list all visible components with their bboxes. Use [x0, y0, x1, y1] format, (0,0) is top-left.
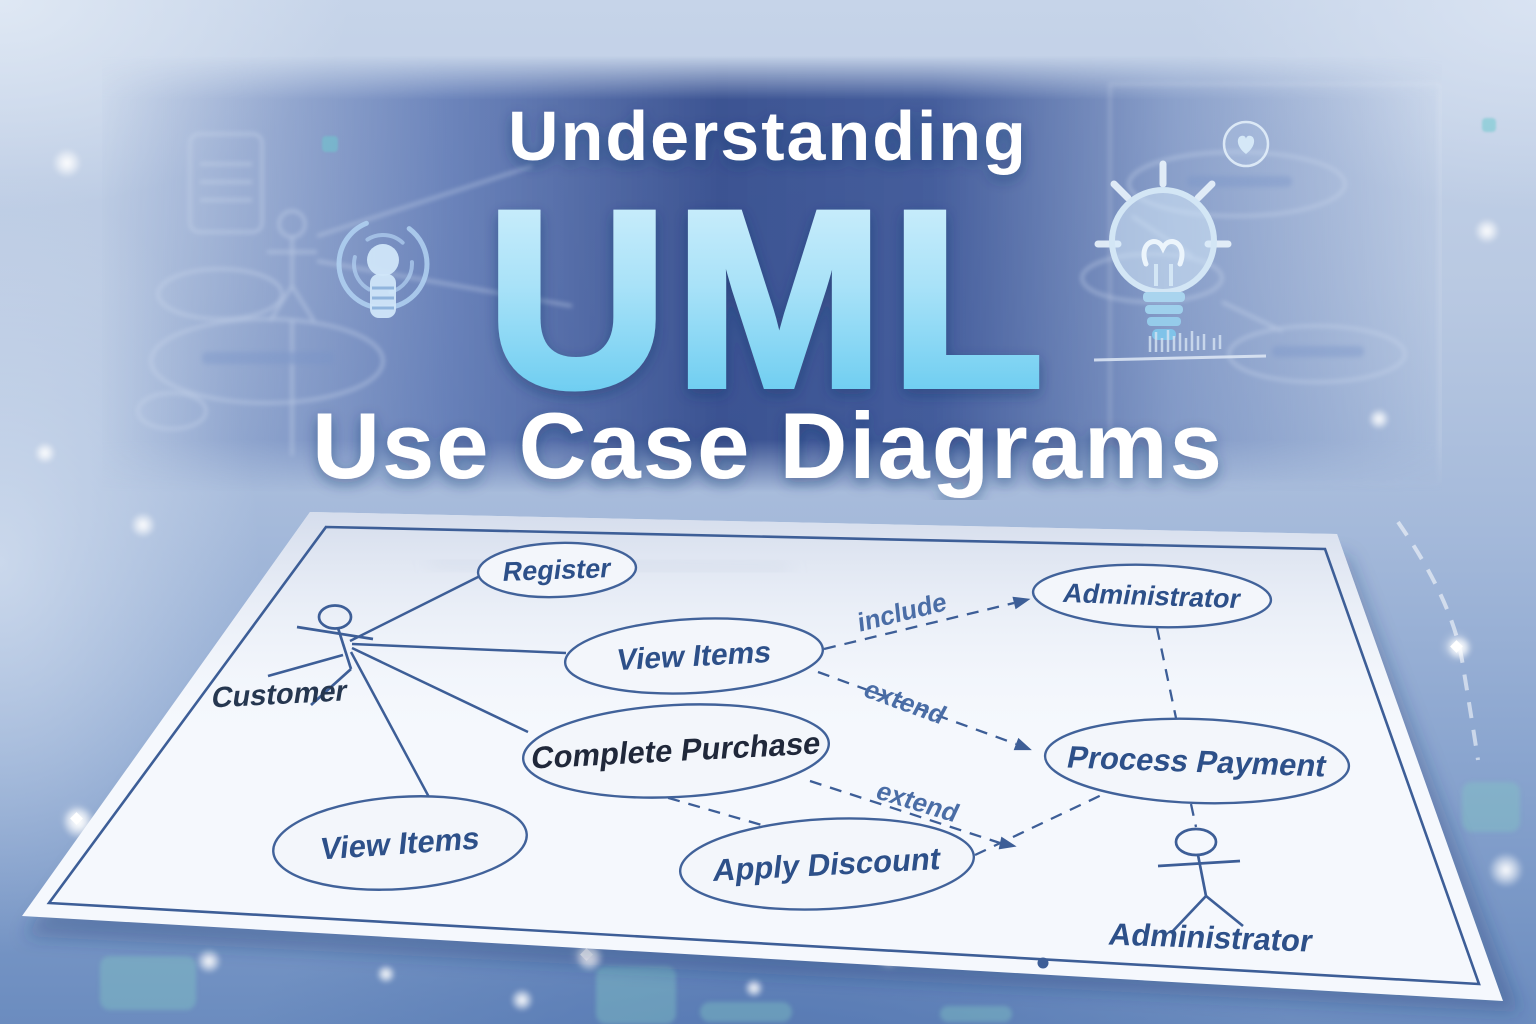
lightbulb-icon — [1094, 160, 1232, 340]
faded-actor — [277, 209, 307, 239]
bokeh-dot — [34, 442, 56, 464]
customer-label: Customer — [209, 674, 349, 714]
extend-upper-arrowhead — [1013, 737, 1032, 751]
bokeh-dot — [1368, 408, 1390, 430]
glow-tile — [940, 1006, 1012, 1022]
faded-ellipse — [136, 391, 208, 431]
discount-to-payment-line — [974, 789, 1111, 857]
bokeh-dot — [376, 964, 396, 984]
extend-lower-arrowhead — [998, 836, 1017, 850]
administrator-ellipse-label: Administrator — [1060, 577, 1244, 614]
glow-tile — [322, 136, 338, 152]
faded-ellipse — [156, 267, 284, 321]
glow-tile — [1482, 118, 1496, 132]
faded-ellipse — [1127, 150, 1347, 218]
faded-ellipse — [149, 317, 385, 405]
diagram-frame — [46, 525, 1481, 986]
faded-panel-border — [1108, 82, 1442, 486]
administrator-actor-label: Administrator — [1106, 917, 1315, 959]
bokeh-dot — [196, 948, 222, 974]
include-arrowhead — [1012, 596, 1031, 610]
use-case-apply-discount: Apply Discount — [678, 817, 976, 911]
bokeh-dot — [510, 988, 534, 1012]
bokeh-dot — [1474, 218, 1500, 244]
include-line — [823, 601, 1015, 651]
use-case-view-items-bottom: View Items — [272, 795, 528, 891]
use-case-view-items-top: View Items — [563, 617, 825, 695]
frame-node-dot — [1037, 957, 1049, 969]
extend-upper-line — [817, 670, 1017, 746]
bokeh-dot — [744, 978, 764, 998]
use-case-process-payment: Process Payment — [1043, 717, 1351, 805]
person-circle-icon — [336, 217, 430, 318]
faded-ellipse — [1227, 324, 1407, 384]
admin-to-payment-line — [1155, 627, 1178, 719]
administrator-actor — [1157, 827, 1244, 934]
bokeh-dot — [1488, 852, 1524, 888]
customer-associations — [349, 574, 567, 800]
use-case-administrator: Administrator — [1031, 563, 1273, 629]
use-case-complete-purchase: Complete Purchase — [521, 703, 831, 799]
heart-badge-icon — [1222, 120, 1270, 168]
glow-tile — [1462, 782, 1520, 832]
title-block: Understanding UML Use Case Diagrams — [312, 97, 1224, 498]
payment-to-actor-line — [1189, 803, 1198, 828]
faded-document-shape — [188, 132, 264, 234]
customer-actor — [267, 604, 374, 707]
register-label: Register — [501, 552, 614, 587]
glow-tile — [700, 1002, 792, 1022]
title-line-3: Use Case Diagrams — [312, 393, 1224, 498]
glow-tile — [596, 966, 676, 1024]
heart-icon — [1237, 135, 1255, 154]
bokeh-dot — [130, 512, 156, 538]
dashed-background-curve — [1396, 520, 1480, 761]
title-line-2: UML — [486, 159, 1050, 440]
use-case-register: Register — [476, 541, 638, 599]
glow-tile — [100, 956, 196, 1010]
barcode-doodle — [1093, 330, 1267, 362]
bokeh-dot — [52, 148, 82, 178]
title-line-1: Understanding — [508, 97, 1028, 175]
faded-screenshot-band — [102, 56, 1442, 492]
